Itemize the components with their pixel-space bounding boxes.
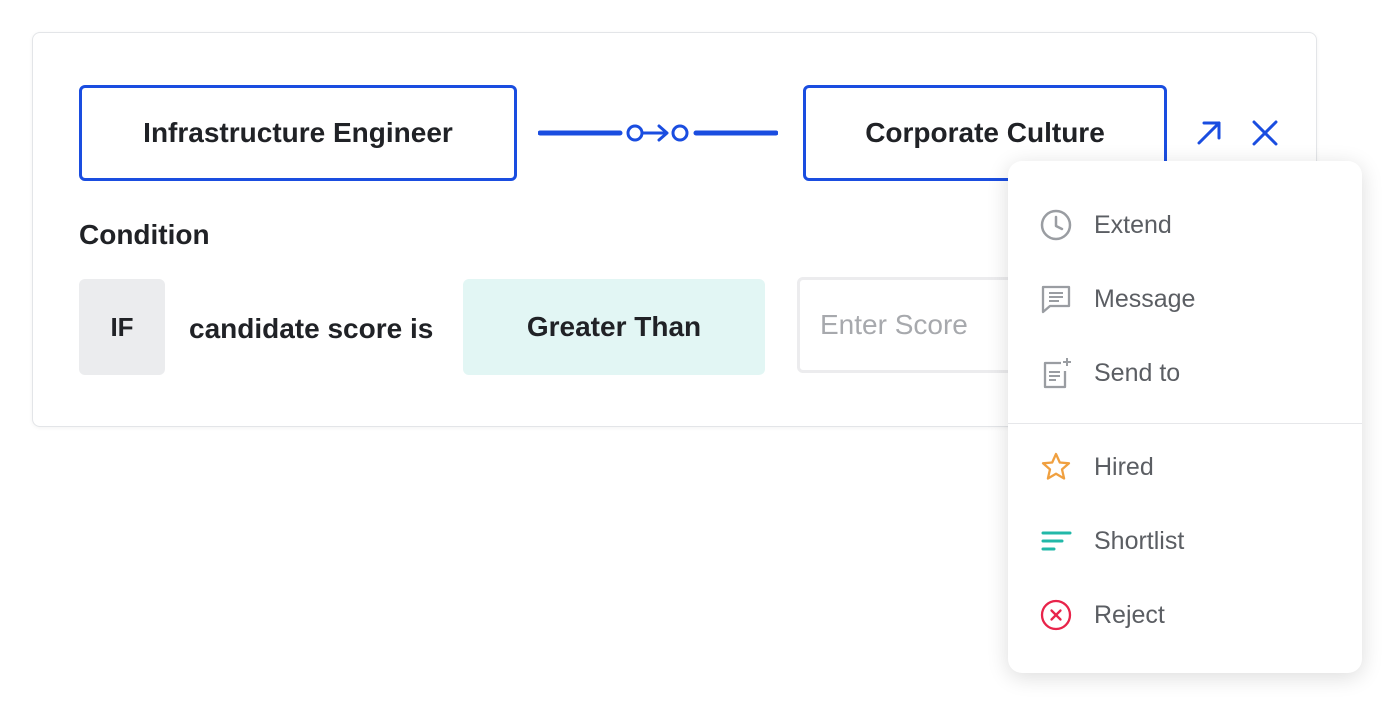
- menu-item-label: Message: [1094, 285, 1196, 313]
- operator-value: Greater Than: [526, 311, 702, 342]
- operator-select[interactable]: Greater Than: [463, 279, 765, 375]
- menu-item-label: Extend: [1094, 211, 1172, 239]
- expand-arrow-icon[interactable]: [1193, 117, 1225, 149]
- star-icon: [1041, 452, 1071, 480]
- menu-item-label: Reject: [1094, 601, 1165, 629]
- menu-item-shortlist[interactable]: Shortlist: [1008, 511, 1362, 571]
- to-stage-label: Corporate Culture: [865, 117, 1105, 148]
- menu-divider: [1008, 423, 1362, 424]
- condition-subject: candidate score is: [189, 313, 434, 344]
- close-icon[interactable]: [1249, 117, 1281, 149]
- message-icon: [1041, 285, 1071, 314]
- menu-item-extend[interactable]: Extend: [1008, 195, 1362, 255]
- document-add-icon: [1043, 358, 1071, 389]
- from-stage-label: Infrastructure Engineer: [143, 117, 453, 148]
- clock-icon: [1040, 209, 1072, 241]
- from-stage-box[interactable]: Infrastructure Engineer: [79, 85, 517, 181]
- menu-item-reject[interactable]: Reject: [1008, 585, 1362, 645]
- reject-circle-icon: [1040, 599, 1072, 631]
- action-menu: Extend Message Send to Hired: [1008, 161, 1362, 673]
- menu-item-message[interactable]: Message: [1008, 269, 1362, 329]
- menu-item-label: Send to: [1094, 359, 1181, 387]
- stage-connector-icon: [538, 124, 778, 142]
- menu-item-label: Hired: [1094, 453, 1154, 481]
- filter-lines-icon: [1041, 531, 1072, 551]
- if-label: IF: [79, 279, 165, 375]
- condition-heading: Condition: [79, 219, 210, 250]
- menu-item-hired[interactable]: Hired: [1008, 437, 1362, 497]
- menu-item-label: Shortlist: [1094, 527, 1185, 555]
- menu-item-send-to[interactable]: Send to: [1008, 343, 1362, 403]
